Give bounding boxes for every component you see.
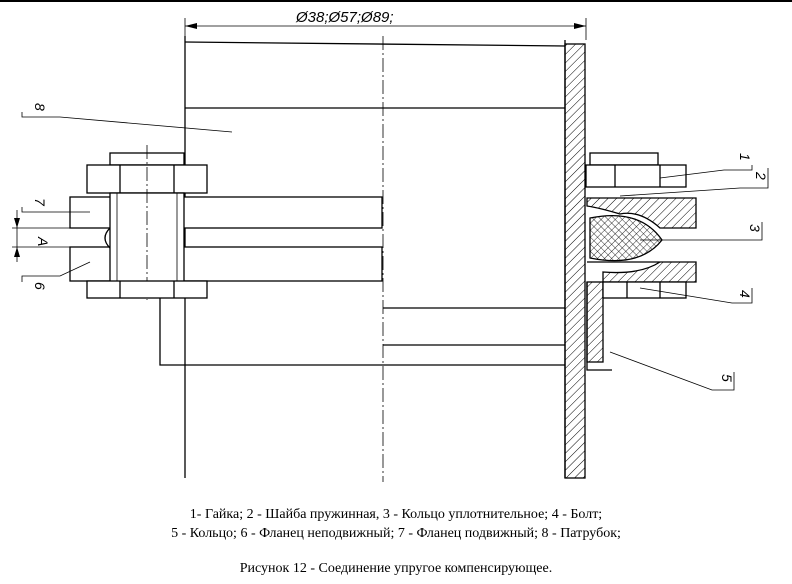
right-seal-assembly: [585, 152, 697, 371]
gap-label: A: [35, 236, 51, 246]
pipe-8: [184, 36, 586, 479]
callout-5: 5: [719, 374, 735, 382]
gap-a-marker: [12, 210, 70, 262]
callout-8: 8: [32, 103, 48, 111]
callout-2: 2: [753, 171, 769, 180]
callout-leaders: [21, 112, 769, 391]
dimension-label: Ø38;Ø57;Ø89;: [295, 9, 394, 26]
callout-4: 4: [737, 290, 753, 298]
figure-caption: Рисунок 12 - Соединение упругое компенси…: [239, 561, 553, 576]
left-bolt-assembly: [69, 145, 565, 366]
callout-6: 6: [32, 282, 48, 290]
dimension-line: [184, 18, 587, 40]
callout-3: 3: [747, 224, 763, 232]
legend-line-2: 5 - Кольцо; 6 - Фланец неподвижный; 7 - …: [171, 526, 621, 541]
callout-7: 7: [32, 198, 48, 207]
joint-drawing: Ø38;Ø57;Ø89;: [0, 0, 792, 482]
legend-line-1: 1- Гайка; 2 - Шайба пружинная, 3 - Кольц…: [189, 507, 603, 522]
callout-1: 1: [737, 153, 753, 161]
